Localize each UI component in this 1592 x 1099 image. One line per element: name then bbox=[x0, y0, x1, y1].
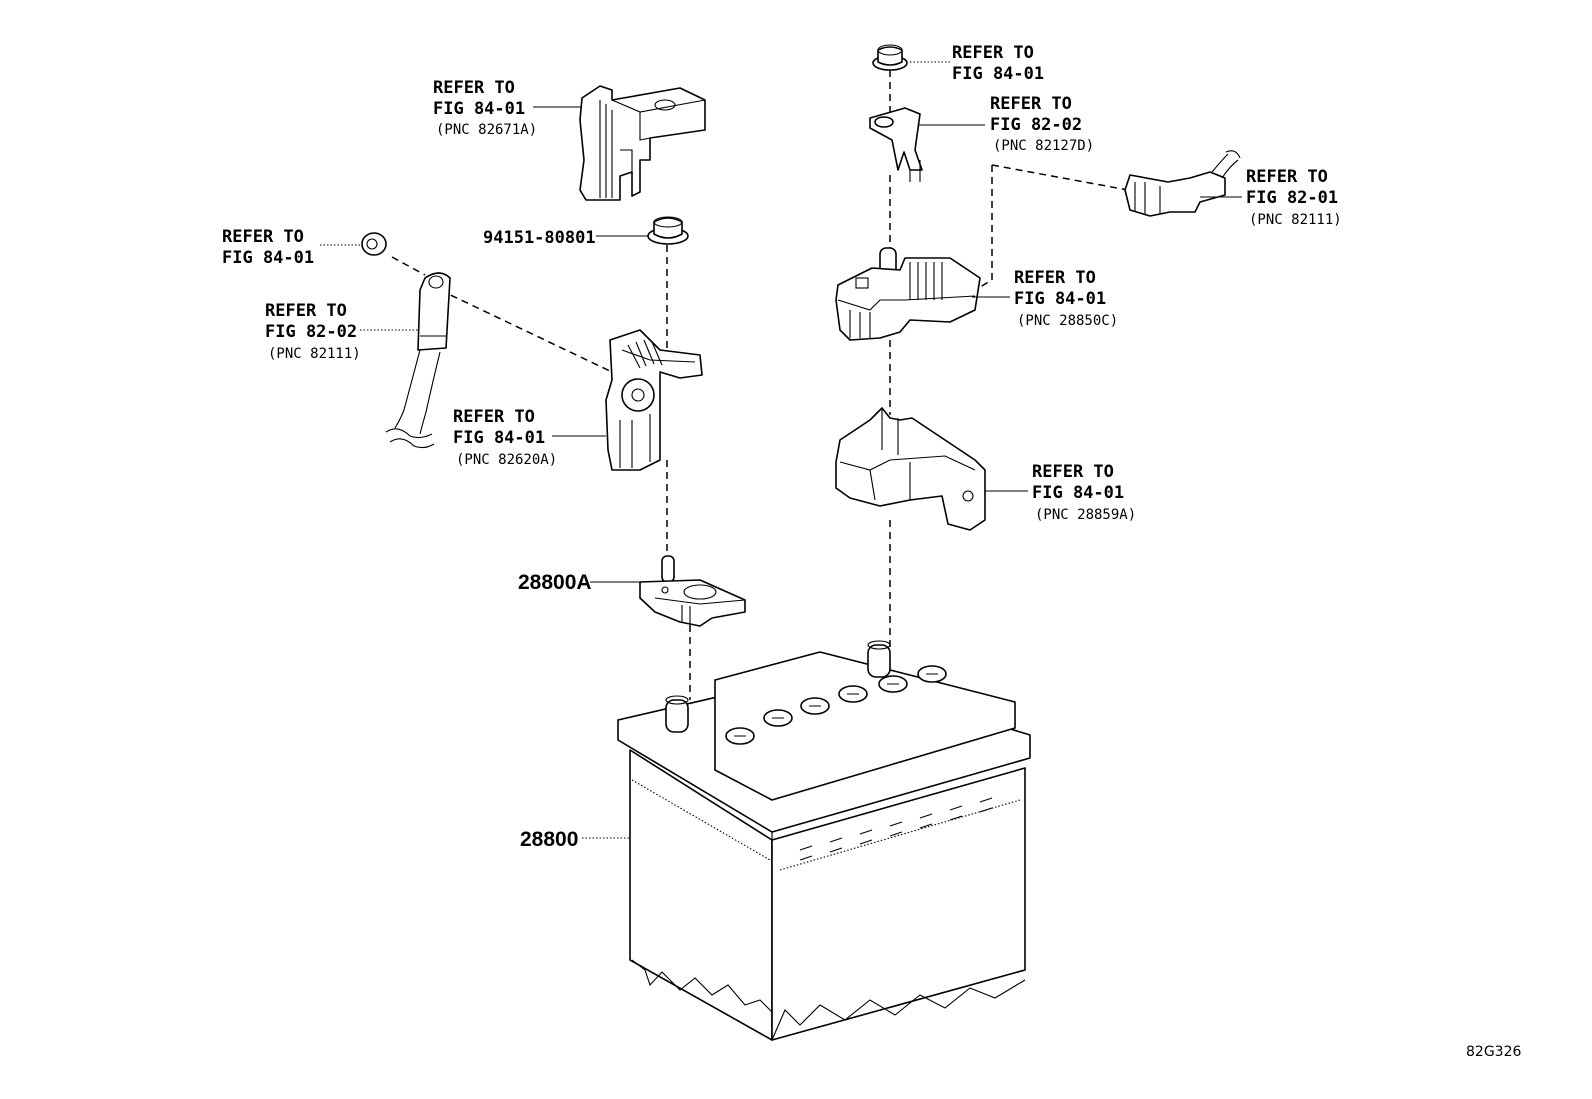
svg-text:FIG 82-01: FIG 82-01 bbox=[1246, 188, 1338, 208]
svg-text:REFER TO: REFER TO bbox=[1032, 462, 1114, 482]
svg-text:FIG 84-01: FIG 84-01 bbox=[222, 248, 314, 268]
part-number-94151-80801: 94151-80801 bbox=[483, 228, 596, 248]
svg-text:FIG 82-02: FIG 82-02 bbox=[990, 115, 1082, 135]
fuse-block bbox=[835, 247, 981, 341]
callout-bracket-terminal: REFER TO FIG 82-02 (PNC 82127D) bbox=[990, 94, 1094, 154]
callout-fuse-block: REFER TO FIG 84-01 (PNC 28850C) bbox=[1014, 268, 1118, 329]
svg-text:(PNC 82127D): (PNC 82127D) bbox=[993, 138, 1094, 154]
assembly-lines bbox=[391, 70, 1129, 700]
callout-fuse-holder: REFER TO FIG 84-01 (PNC 28859A) bbox=[1032, 462, 1136, 523]
cable-connector bbox=[1124, 150, 1241, 217]
part-number-28800: 28800 bbox=[520, 828, 578, 851]
svg-text:(PNC 82671A): (PNC 82671A) bbox=[436, 122, 537, 138]
svg-text:(PNC 28859A): (PNC 28859A) bbox=[1035, 507, 1136, 523]
svg-text:FIG 82-02: FIG 82-02 bbox=[265, 322, 357, 342]
leader-lines bbox=[320, 61, 1242, 839]
svg-text:FIG 84-01: FIG 84-01 bbox=[952, 64, 1044, 84]
callout-top-cover: REFER TO FIG 84-01 (PNC 82671A) bbox=[433, 78, 537, 138]
svg-text:FIG 84-01: FIG 84-01 bbox=[1014, 289, 1106, 309]
fuse-holder bbox=[835, 407, 986, 531]
terminal-cover-top bbox=[579, 85, 706, 201]
svg-text:(PNC 82111): (PNC 82111) bbox=[1249, 212, 1342, 228]
callout-ground-cable: REFER TO FIG 82-02 (PNC 82111) bbox=[265, 301, 361, 362]
svg-text:REFER TO: REFER TO bbox=[265, 301, 347, 321]
callout-neg-clamp-cover: REFER TO FIG 84-01 (PNC 82620A) bbox=[453, 407, 557, 468]
callout-left-nut: REFER TO FIG 84-01 bbox=[222, 227, 314, 268]
svg-text:(PNC 82111): (PNC 82111) bbox=[268, 346, 361, 362]
svg-text:REFER TO: REFER TO bbox=[1014, 268, 1096, 288]
svg-text:FIG 84-01: FIG 84-01 bbox=[433, 99, 525, 119]
battery-28800 bbox=[617, 640, 1031, 1041]
side-nut bbox=[361, 232, 387, 256]
callout-connector: REFER TO FIG 82-01 (PNC 82111) bbox=[1246, 167, 1342, 228]
figure-code: 82G326 bbox=[1466, 1044, 1521, 1060]
svg-text:REFER TO: REFER TO bbox=[222, 227, 304, 247]
callout-top-nut: REFER TO FIG 84-01 bbox=[952, 43, 1044, 84]
part-number-28800A: 28800A bbox=[518, 571, 592, 594]
svg-text:REFER TO: REFER TO bbox=[453, 407, 535, 427]
svg-text:FIG 84-01: FIG 84-01 bbox=[1032, 483, 1124, 503]
svg-text:REFER TO: REFER TO bbox=[990, 94, 1072, 114]
negative-terminal-cover bbox=[605, 329, 703, 471]
svg-text:REFER TO: REFER TO bbox=[1246, 167, 1328, 187]
svg-text:REFER TO: REFER TO bbox=[433, 78, 515, 98]
flange-nut-94151 bbox=[647, 216, 689, 245]
battery-terminal-28800A bbox=[639, 555, 746, 627]
ground-cable bbox=[385, 272, 451, 449]
svg-text:(PNC 28850C): (PNC 28850C) bbox=[1017, 313, 1118, 329]
svg-text:FIG 84-01: FIG 84-01 bbox=[453, 428, 545, 448]
svg-text:REFER TO: REFER TO bbox=[952, 43, 1034, 63]
svg-text:(PNC 82620A): (PNC 82620A) bbox=[456, 452, 557, 468]
top-flange-nut bbox=[872, 44, 908, 71]
bracket-terminal bbox=[869, 107, 923, 182]
